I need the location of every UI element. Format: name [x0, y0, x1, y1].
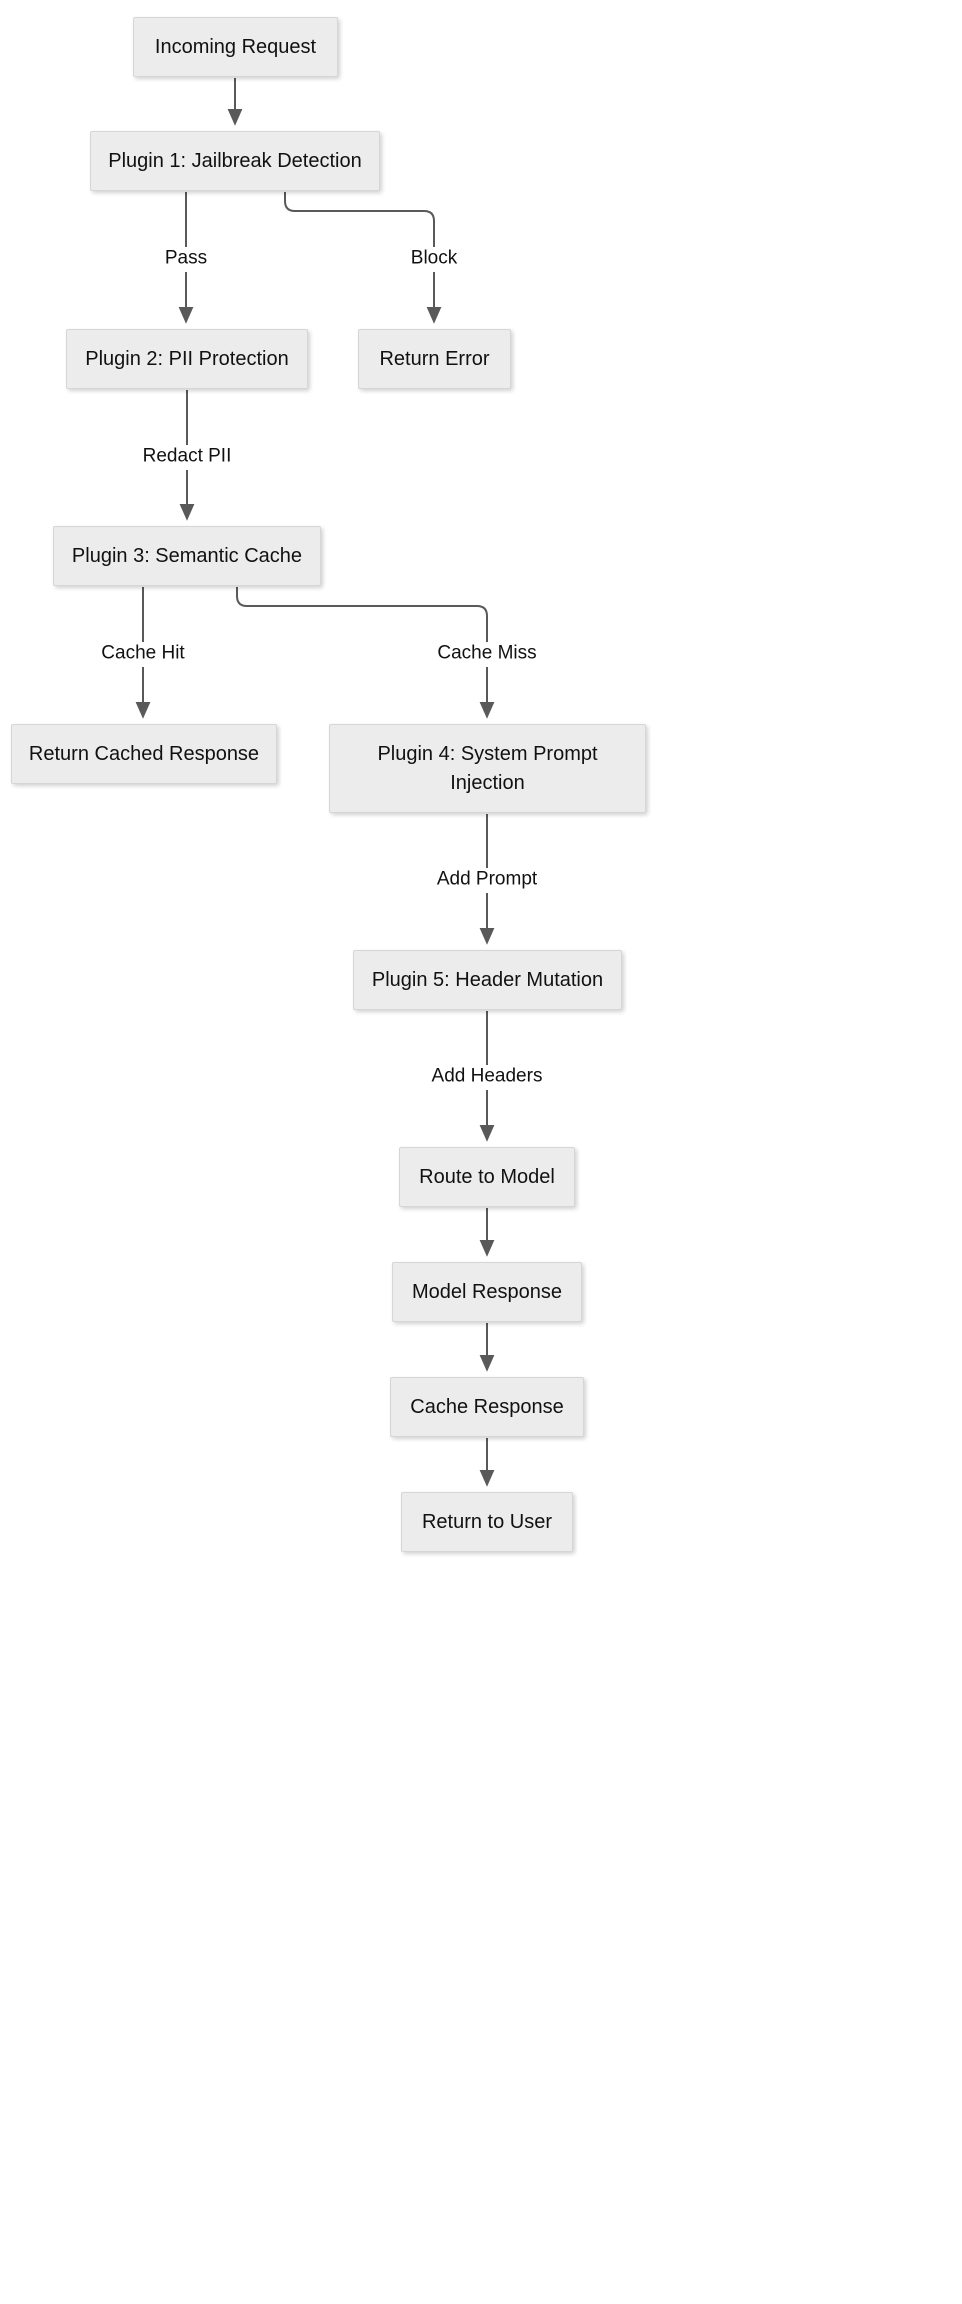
node-return-cached-response[interactable]: Return Cached Response — [11, 724, 277, 784]
edge-label-pass: Pass — [159, 247, 213, 271]
node-plugin-5-header-mutation[interactable]: Plugin 5: Header Mutation — [353, 950, 622, 1010]
node-plugin-3-semantic-cache[interactable]: Plugin 3: Semantic Cache — [53, 526, 321, 586]
node-return-error[interactable]: Return Error — [358, 329, 511, 389]
node-cache-response[interactable]: Cache Response — [390, 1377, 584, 1437]
node-route-to-model[interactable]: Route to Model — [399, 1147, 575, 1207]
edge-plugin1-block — [284, 192, 435, 247]
edge-label-add-headers: Add Headers — [426, 1065, 548, 1089]
node-return-to-user[interactable]: Return to User — [401, 1492, 573, 1552]
node-plugin-1-jailbreak-detection[interactable]: Plugin 1: Jailbreak Detection — [90, 131, 380, 191]
edge-label-redact-pii: Redact PII — [137, 445, 237, 469]
edge-label-cache-hit: Cache Hit — [96, 642, 190, 666]
node-plugin-4-system-prompt-injection[interactable]: Plugin 4: System Prompt Injection — [329, 724, 646, 813]
edge-label-cache-miss: Cache Miss — [432, 642, 542, 666]
edge-plugin3-cachemiss — [236, 587, 488, 642]
edge-label-add-prompt: Add Prompt — [431, 868, 543, 892]
node-model-response[interactable]: Model Response — [392, 1262, 582, 1322]
node-plugin-2-pii-protection[interactable]: Plugin 2: PII Protection — [66, 329, 308, 389]
edge-label-block: Block — [405, 247, 463, 271]
node-incoming-request[interactable]: Incoming Request — [133, 17, 338, 77]
